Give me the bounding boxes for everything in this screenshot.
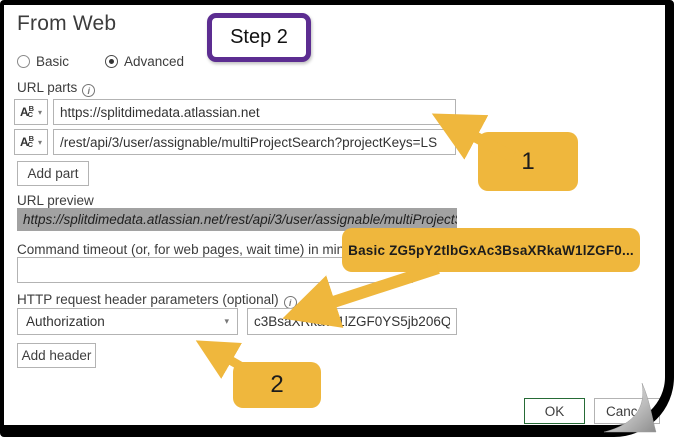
header-value-input[interactable] xyxy=(247,308,457,335)
command-timeout-label: Command timeout (or, for web pages, wait… xyxy=(17,242,430,257)
url-preview-value: https://splitdimedata.atlassian.net/rest… xyxy=(17,208,457,231)
token-callout: Basic ZG5pY2tlbGxAc3BsaXRkaW1lZGF0... xyxy=(342,228,640,272)
chevron-down-icon: ▾ xyxy=(38,107,43,117)
callout-2: 2 xyxy=(233,362,321,408)
header-name-value: Authorization xyxy=(26,314,105,329)
advanced-radio-label: Advanced xyxy=(124,54,185,69)
basic-radio[interactable] xyxy=(17,55,30,68)
add-header-button[interactable]: Add header xyxy=(17,343,96,368)
basic-radio-label: Basic xyxy=(36,54,70,69)
step-2-badge: Step 2 xyxy=(207,13,311,62)
advanced-radio[interactable] xyxy=(105,55,119,68)
ok-button[interactable]: OK xyxy=(524,398,585,424)
header-name-dropdown[interactable]: Authorization ▾ xyxy=(17,308,238,335)
url-preview-label: URL preview xyxy=(17,193,94,208)
chevron-down-icon: ▾ xyxy=(224,316,229,326)
url-parts-label: URL parts xyxy=(17,80,78,95)
callout-1: 1 xyxy=(478,132,578,191)
chevron-down-icon: ▾ xyxy=(38,137,43,147)
url-part-input-1[interactable] xyxy=(53,99,456,125)
add-part-button[interactable]: Add part xyxy=(17,161,89,186)
page-title: From Web xyxy=(17,12,117,35)
url-part-input-2[interactable] xyxy=(53,129,456,155)
http-headers-label: HTTP request header parameters (optional… xyxy=(17,292,279,307)
cancel-button[interactable]: Cancel xyxy=(594,398,660,424)
info-icon[interactable]: i xyxy=(82,84,96,97)
